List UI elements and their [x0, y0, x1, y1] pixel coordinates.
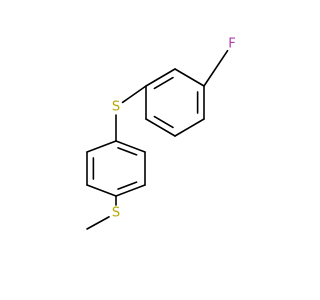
lower-ring-bond: [86, 140, 117, 153]
upper-ring-bond: [174, 68, 205, 87]
upper-ring-bond: [145, 68, 176, 87]
upper-ring-bond: [145, 118, 176, 137]
upper-ring-bond: [174, 118, 205, 137]
atom-label-s2: S: [112, 206, 120, 221]
lower-ring-bond: [115, 140, 146, 153]
lower-ring-bond: [86, 184, 117, 197]
s-methyl-bond: [86, 216, 110, 230]
atom-label-f: F: [228, 37, 235, 52]
upper-ring-double-bond: [153, 115, 174, 129]
c-s-bond-upper: [121, 85, 147, 104]
lower-ring-bond: [115, 184, 146, 197]
lower-ring-double-bond: [117, 181, 138, 190]
atom-label-layer: F S S: [112, 37, 236, 221]
c-f-bond: [203, 49, 229, 87]
upper-ring-double-bond: [153, 76, 174, 90]
lower-ring-double-bond: [117, 147, 138, 156]
bond-layer: [86, 49, 229, 230]
molecule-structure: F S S: [86, 37, 236, 230]
atom-label-s1: S: [112, 100, 120, 115]
